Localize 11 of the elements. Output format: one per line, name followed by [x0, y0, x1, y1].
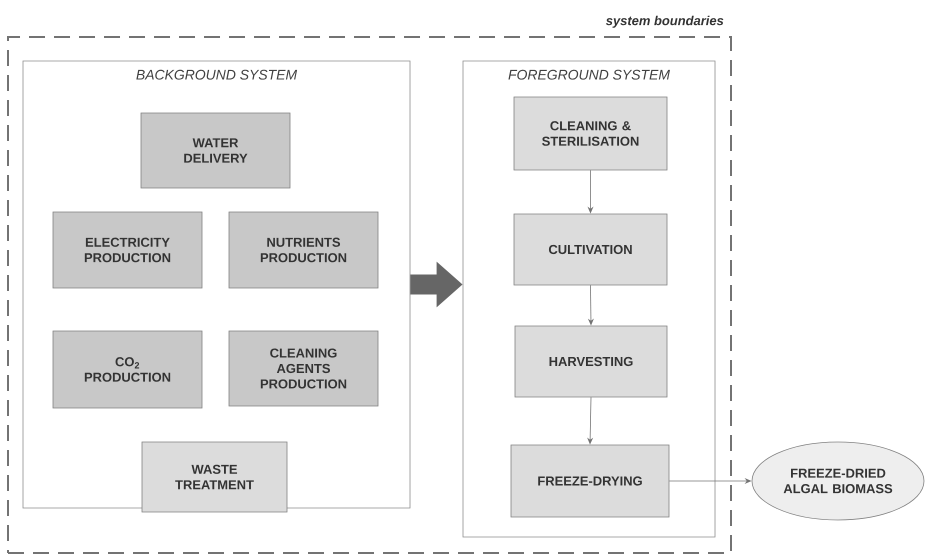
- process-box: CO$_{2}$ PRODUCTION: [52, 330, 202, 408]
- process-box: ELECTRICITY PRODUCTION: [52, 212, 202, 288]
- process-box: CLEANING AGENTS PRODUCTION: [228, 330, 378, 406]
- node-label: system boundaries: [606, 16, 724, 28]
- process-box: FREEZE-DRYING: [510, 444, 670, 518]
- process-box: WASTE TREATMENT: [142, 442, 288, 512]
- process-box: WATER DELIVERY: [140, 112, 290, 188]
- process-box: CULTIVATION: [514, 214, 668, 286]
- process-box: CLEANING & STERILISATION: [514, 96, 668, 170]
- process-box: NUTRIENTS PRODUCTION: [228, 212, 378, 288]
- process-box: HARVESTING: [514, 326, 668, 398]
